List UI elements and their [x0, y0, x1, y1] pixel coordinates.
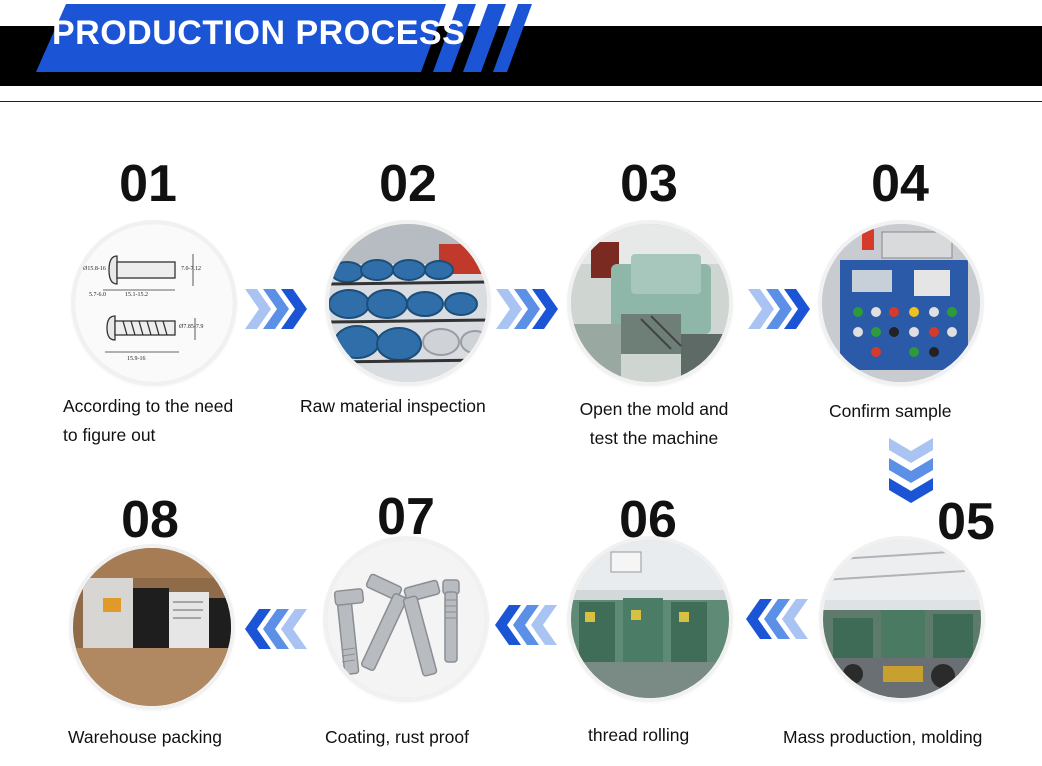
step-caption-01: According to the need to figure out [63, 392, 233, 450]
step-caption-02: Raw material inspection [300, 392, 486, 421]
caption-line: thread rolling [588, 725, 690, 745]
svg-text:Ø7.85-7.9: Ø7.85-7.9 [179, 324, 203, 330]
caption-line: Raw material inspection [300, 396, 486, 416]
caption-line: Coating, rust proof [325, 727, 469, 747]
step-caption-06: thread rolling [588, 721, 689, 750]
step-caption-04: Confirm sample [829, 397, 952, 426]
svg-text:15.9-16: 15.9-16 [127, 356, 146, 362]
right-arrow-icon [748, 289, 812, 329]
step-image-control-panel [822, 224, 980, 382]
step-number-01: 01 [119, 155, 177, 213]
header-divider [0, 101, 1042, 102]
page-title: PRODUCTION PROCESS [52, 14, 466, 52]
svg-text:15.1-15.2: 15.1-15.2 [125, 292, 148, 298]
svg-text:5.7-6.0: 5.7-6.0 [89, 292, 106, 298]
caption-line: to figure out [63, 425, 156, 445]
step-number-05: 05 [937, 493, 995, 551]
down-arrow-icon [889, 438, 933, 506]
step-image-screw-drawing: Ø15.8-16 5.7-6.0 15.1-15.2 7.0-7.12 Ø7.8… [75, 224, 233, 382]
right-arrow-icon [245, 289, 309, 329]
step-image-wire-coils-rack [329, 224, 487, 382]
caption-line: Confirm sample [829, 401, 952, 421]
step-number-03: 03 [620, 155, 678, 213]
right-arrow-icon [496, 289, 560, 329]
caption-line: According to the need [63, 396, 234, 416]
step-caption-05: Mass production, molding [783, 723, 982, 752]
caption-line: Mass production, molding [783, 727, 983, 747]
step-image-packed-boxes [73, 548, 231, 706]
step-image-heading-machine [571, 224, 729, 382]
title-banner [36, 4, 532, 72]
svg-text:Ø15.8-16: Ø15.8-16 [83, 266, 106, 272]
step-number-02: 02 [379, 155, 437, 213]
left-arrow-icon [493, 605, 557, 645]
step-caption-03: Open the mold and test the machine [571, 395, 737, 453]
caption-line: Open the mold and [579, 399, 729, 419]
left-arrow-icon [243, 609, 307, 649]
step-number-06: 06 [619, 491, 677, 549]
step-image-t-bolts [327, 540, 485, 698]
step-number-08: 08 [121, 491, 179, 549]
step-image-thread-rolling-machines [571, 540, 729, 698]
step-number-04: 04 [871, 155, 929, 213]
step-number-07: 07 [377, 488, 435, 546]
caption-line: Warehouse packing [68, 727, 223, 747]
svg-text:7.0-7.12: 7.0-7.12 [181, 266, 201, 272]
left-arrow-icon [744, 599, 808, 639]
step-caption-08: Warehouse packing [68, 723, 222, 752]
step-caption-07: Coating, rust proof [325, 723, 469, 752]
caption-line: test the machine [589, 428, 719, 448]
step-image-factory-floor [823, 540, 981, 698]
